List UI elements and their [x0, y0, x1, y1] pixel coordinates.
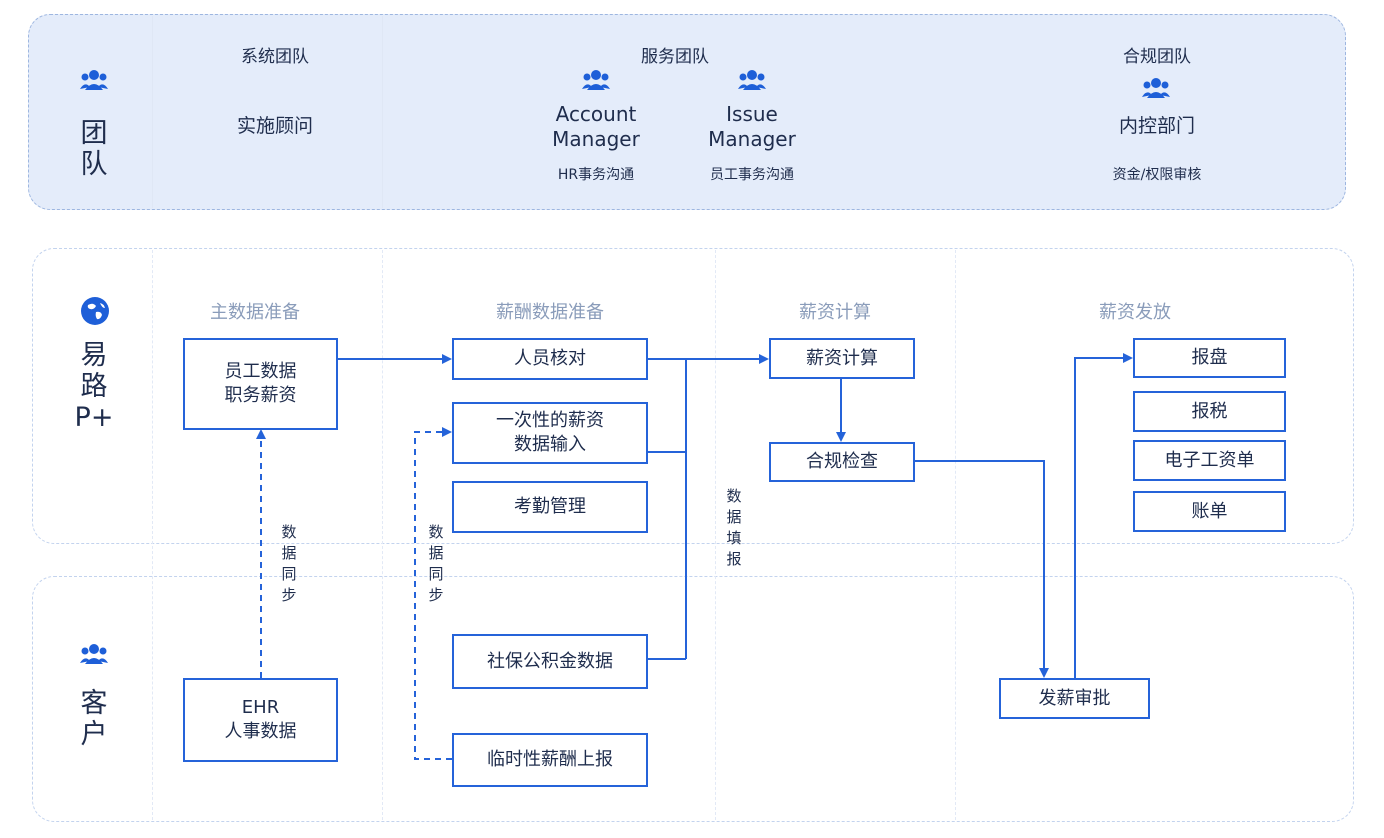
box-employee-data: 员工数据 职务薪资 — [183, 338, 338, 430]
label-data-sync-pay: 数 据 同 步 — [428, 523, 444, 604]
team-band — [28, 14, 1346, 210]
label-data-fill: 数 据 填 报 — [726, 487, 742, 568]
customer-band — [32, 576, 1354, 822]
arrow-compliance-to-approval — [915, 460, 1049, 678]
column-title-calculation: 薪资计算 — [799, 302, 871, 323]
issue-manager-name: Issue Manager — [708, 102, 796, 151]
team-divider-2 — [382, 16, 383, 208]
label-data-sync-main: 数 据 同 步 — [281, 523, 297, 604]
arrow-approval-to-report — [1074, 353, 1133, 678]
system-team-title: 系统团队 — [241, 47, 309, 67]
box-bill: 账单 — [1133, 491, 1286, 532]
column-title-pay-data: 薪酬数据准备 — [496, 302, 604, 323]
box-e-payslip: 电子工资单 — [1133, 440, 1286, 481]
compliance-team-role: 资金/权限审核 — [1112, 167, 1202, 183]
column-title-payout: 薪资发放 — [1099, 302, 1171, 323]
box-payroll-calc: 薪资计算 — [769, 338, 915, 379]
row-label-platform: 易 路 P+ — [74, 340, 114, 433]
box-temp-pay: 临时性薪酬上报 — [452, 733, 648, 787]
column-divider-1 — [152, 250, 153, 820]
issue-manager-role: 员工事务沟通 — [710, 167, 794, 183]
box-social-security: 社保公积金数据 — [452, 634, 648, 689]
box-report-disk: 报盘 — [1133, 338, 1286, 378]
service-team-title: 服务团队 — [641, 47, 709, 67]
row-label-customer: 客 户 — [80, 688, 108, 750]
system-team-member: 实施顾问 — [236, 115, 313, 137]
box-staff-check: 人员核对 — [452, 338, 648, 380]
box-compliance-check: 合规检查 — [769, 442, 915, 482]
people-icon — [1142, 78, 1170, 98]
account-manager-name: Account Manager — [552, 102, 640, 151]
compliance-team-title: 合规团队 — [1123, 47, 1191, 67]
account-manager-role: HR事务沟通 — [557, 167, 635, 183]
team-divider-1 — [152, 16, 153, 208]
box-tax-report: 报税 — [1133, 391, 1286, 432]
column-divider-4 — [955, 250, 956, 820]
platform-band — [32, 248, 1354, 544]
box-one-time-pay: 一次性的薪资 数据输入 — [452, 402, 648, 464]
box-attendance: 考勤管理 — [452, 481, 648, 533]
box-ehr-data: EHR 人事数据 — [183, 678, 338, 762]
people-icon — [80, 70, 108, 90]
column-divider-2 — [382, 250, 383, 820]
column-title-master-data: 主数据准备 — [210, 302, 300, 323]
people-icon — [738, 70, 766, 90]
people-icon — [582, 70, 610, 90]
people-icon — [80, 644, 108, 664]
box-payroll-approval: 发薪审批 — [999, 678, 1150, 719]
row-label-team: 团 队 — [80, 118, 108, 180]
arrow-temp-pay-sync — [414, 427, 452, 760]
column-divider-3 — [715, 250, 716, 820]
compliance-team-member: 内控部门 — [1118, 115, 1195, 137]
globe-icon — [81, 297, 109, 325]
